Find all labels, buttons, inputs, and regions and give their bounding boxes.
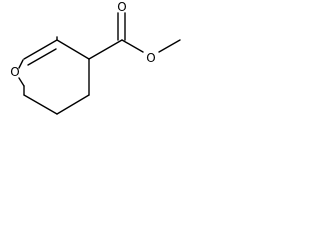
ester-oxygen-label: O bbox=[146, 51, 155, 65]
bond-carbonyl-to-ester-oxygen bbox=[121, 39, 144, 53]
bond-ester-oxygen-to-methyl bbox=[158, 39, 181, 53]
bond-ring-o-to-c6 bbox=[18, 77, 25, 87]
bond-c3-c4 bbox=[56, 39, 90, 60]
chemical-structure: O O O bbox=[10, 0, 181, 115]
bond-ring-o-to-c2 bbox=[18, 59, 24, 69]
bond-ring-to-carbonyl-carbon bbox=[88, 39, 123, 60]
bond-c2-c3-double-inner bbox=[27, 48, 57, 66]
carbonyl-oxygen-label: O bbox=[117, 0, 126, 14]
bond-c2-c3-double-outer bbox=[23, 39, 58, 60]
ring-oxygen-label: O bbox=[10, 65, 19, 79]
bond-c6-c7 bbox=[23, 94, 58, 115]
bond-c5-c6 bbox=[56, 94, 90, 115]
